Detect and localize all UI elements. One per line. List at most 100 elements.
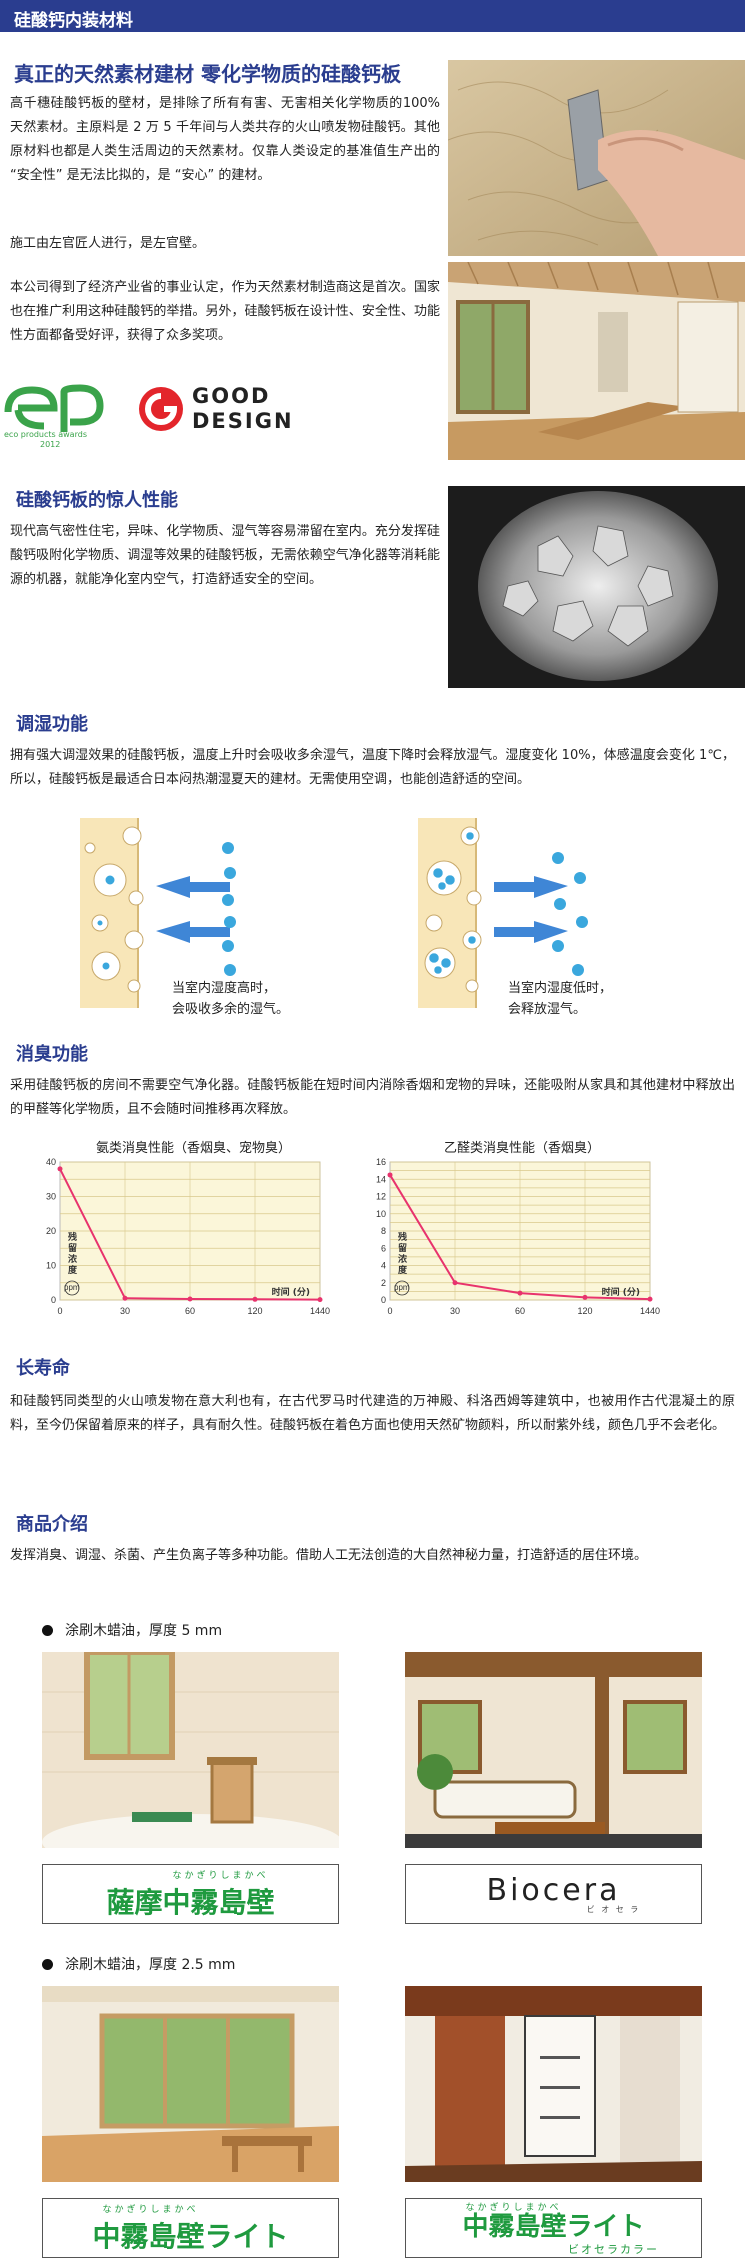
x-tick-label: 1440 bbox=[310, 1306, 330, 1316]
product-group2-label: 涂刷木蜡油，厚度 2.5 mm bbox=[42, 1954, 235, 1974]
eco-products-awards-logo: eco products awards 2012 bbox=[0, 382, 110, 454]
y-axis-label-char: 残 bbox=[398, 1231, 407, 1243]
longevity-paragraph: 和硅酸钙同类型的火山喷发物在意大利也有，在古代罗马时代建造的万神殿、科洛西姆等建… bbox=[10, 1394, 735, 1433]
y-tick-label: 2 bbox=[381, 1278, 386, 1288]
product2-logo-text: Biocera bbox=[486, 1873, 621, 1908]
product1-logo-text: 薩摩中霧島壁 bbox=[106, 1885, 275, 1919]
section-header-bar: 硅酸钙内装材料 bbox=[0, 0, 745, 32]
bullet-dot-icon bbox=[42, 1625, 53, 1636]
humidity-caption-right-1: 当室内湿度低时， bbox=[508, 981, 613, 996]
y-tick-label: 12 bbox=[376, 1192, 386, 1202]
products-heading: 商品介绍 bbox=[16, 1514, 88, 1535]
ammonia-chart: 0 10 20 30 40 0 30 60 120 1440 残留浓度 ppm 时间 (分) bbox=[40, 1156, 340, 1326]
y-axis-label-char: 度 bbox=[68, 1264, 78, 1276]
x-tick-label: 30 bbox=[120, 1306, 130, 1316]
data-point bbox=[452, 1280, 458, 1286]
y-axis-label-char: 留 bbox=[68, 1242, 77, 1254]
data-point bbox=[582, 1294, 588, 1300]
product4-logo-nakakirishima-light-biocera-color: なかぎりしまかべ 中霧島壁ライト ビオセラカラー bbox=[405, 2198, 702, 2258]
x-tick-label: 60 bbox=[515, 1306, 525, 1316]
y-tick-label: 10 bbox=[46, 1261, 56, 1271]
interior-hallway-photo bbox=[448, 262, 745, 460]
y-axis-unit: ppm bbox=[64, 1283, 80, 1292]
x-axis-label: 时间 (分) bbox=[602, 1286, 640, 1298]
products-paragraph: 发挥消臭、调湿、杀菌、产生负离子等多种功能。借助人工无法创造的大自然神秘力量，打… bbox=[10, 1548, 648, 1563]
x-axis-label: 时间 (分) bbox=[272, 1286, 310, 1298]
y-tick-label: 16 bbox=[376, 1157, 386, 1167]
page-title: 硅酸钙内装材料 bbox=[14, 11, 133, 31]
good-design-line1: GOOD bbox=[192, 384, 271, 408]
y-tick-label: 10 bbox=[376, 1209, 386, 1219]
product2-logo-sub: ビ オ セ ラ bbox=[586, 1905, 641, 1914]
product4-photo bbox=[405, 1986, 702, 2182]
x-tick-label: 1440 bbox=[640, 1306, 660, 1316]
humidity-caption-left-2: 会吸收多余的湿气。 bbox=[172, 1002, 290, 1017]
y-axis-label-char: 留 bbox=[398, 1242, 407, 1254]
y-axis-label-char: 浓 bbox=[68, 1253, 78, 1265]
chart2-title: 乙醛类消臭性能（香烟臭） bbox=[444, 1141, 601, 1156]
intro-paragraph-1: 高千穗硅酸钙板的壁材，是排除了所有有害、无害相关化学物质的100% 天然素材。主… bbox=[10, 96, 440, 183]
y-axis-label-char: 残 bbox=[68, 1231, 77, 1243]
good-design-line2: DESIGN bbox=[192, 409, 294, 433]
intro-paragraph-2: 施工由左官匠人进行，是左官壁。 bbox=[10, 236, 206, 251]
product4-logo-sub: ビオセラカラー bbox=[568, 2242, 659, 2256]
data-point bbox=[252, 1296, 258, 1302]
data-point bbox=[317, 1297, 323, 1303]
data-point bbox=[647, 1296, 653, 1302]
eco-awards-line1: eco products awards bbox=[4, 430, 87, 439]
deodorize-heading: 消臭功能 bbox=[16, 1044, 88, 1065]
product3-logo-text: 中霧島壁ライト bbox=[92, 2219, 289, 2253]
product3-logo-ruby: なかぎりしまかべ bbox=[102, 2204, 199, 2215]
product4-logo-ruby: なかぎりしまかべ bbox=[465, 2202, 562, 2213]
good-design-mark-icon bbox=[139, 387, 183, 431]
y-tick-label: 6 bbox=[381, 1243, 386, 1253]
deodorize-paragraph: 采用硅酸钙板的房间不需要空气净化器。硅酸钙板能在短时间内消除香烟和宠物的异味，还… bbox=[10, 1078, 735, 1117]
humidity-caption-right-2: 会释放湿气。 bbox=[508, 1002, 587, 1017]
humidity-paragraph: 拥有强大调湿效果的硅酸钙板，温度上升时会吸收多余湿气，温度下降时会释放湿气。湿度… bbox=[10, 748, 735, 787]
y-tick-label: 40 bbox=[46, 1157, 56, 1167]
x-tick-label: 60 bbox=[185, 1306, 195, 1316]
data-point bbox=[517, 1290, 523, 1296]
y-tick-label: 30 bbox=[46, 1192, 56, 1202]
microscope-crystal-photo bbox=[448, 486, 745, 688]
x-tick-label: 30 bbox=[450, 1306, 460, 1316]
x-tick-label: 120 bbox=[247, 1306, 262, 1316]
x-tick-label: 0 bbox=[387, 1306, 392, 1316]
product4-logo-text: 中霧島壁ライト bbox=[462, 2211, 645, 2242]
data-point bbox=[387, 1172, 393, 1178]
y-tick-label: 20 bbox=[46, 1226, 56, 1236]
humidity-release-diagram bbox=[408, 818, 608, 1008]
y-tick-label: 0 bbox=[51, 1295, 56, 1305]
product2-logo-biocera: Biocera ビ オ セ ラ bbox=[405, 1864, 702, 1924]
y-unit-ring bbox=[64, 1280, 80, 1296]
longevity-heading: 长寿命 bbox=[16, 1358, 70, 1379]
intro-heading: 真正的天然素材建材 零化学物质的硅酸钙板 bbox=[14, 62, 401, 86]
product3-photo bbox=[42, 1986, 339, 2182]
product1-logo-nakakirishima: なかぎりしまかべ 薩摩中霧島壁 bbox=[42, 1864, 339, 1924]
performance-heading: 硅酸钙板的惊人性能 bbox=[16, 490, 178, 511]
data-point bbox=[187, 1296, 193, 1302]
product1-photo bbox=[42, 1652, 339, 1848]
product2-photo bbox=[405, 1652, 702, 1848]
x-tick-label: 0 bbox=[57, 1306, 62, 1316]
humidity-heading: 调湿功能 bbox=[16, 714, 88, 735]
product-group1-label: 涂刷木蜡油，厚度 5 mm bbox=[42, 1620, 222, 1640]
y-tick-label: 4 bbox=[381, 1261, 386, 1271]
data-point bbox=[122, 1295, 128, 1301]
product3-logo-nakakirishima-light: なかぎりしまかべ 中霧島壁ライト bbox=[42, 2198, 339, 2258]
product1-logo-ruby: なかぎりしまかべ bbox=[172, 1870, 269, 1881]
y-unit-ring bbox=[394, 1280, 410, 1296]
eco-awards-year: 2012 bbox=[40, 440, 61, 449]
x-tick-label: 120 bbox=[577, 1306, 592, 1316]
y-tick-label: 14 bbox=[376, 1174, 386, 1184]
bullet-dot-icon bbox=[42, 1959, 53, 1970]
y-axis-label-char: 度 bbox=[398, 1264, 408, 1276]
humidity-absorb-diagram bbox=[70, 818, 270, 1008]
chart1-title: 氨类消臭性能（香烟臭、宠物臭） bbox=[96, 1141, 292, 1156]
y-tick-label: 0 bbox=[381, 1295, 386, 1305]
y-axis-unit: ppm bbox=[394, 1283, 410, 1292]
y-tick-label: 8 bbox=[381, 1226, 386, 1236]
